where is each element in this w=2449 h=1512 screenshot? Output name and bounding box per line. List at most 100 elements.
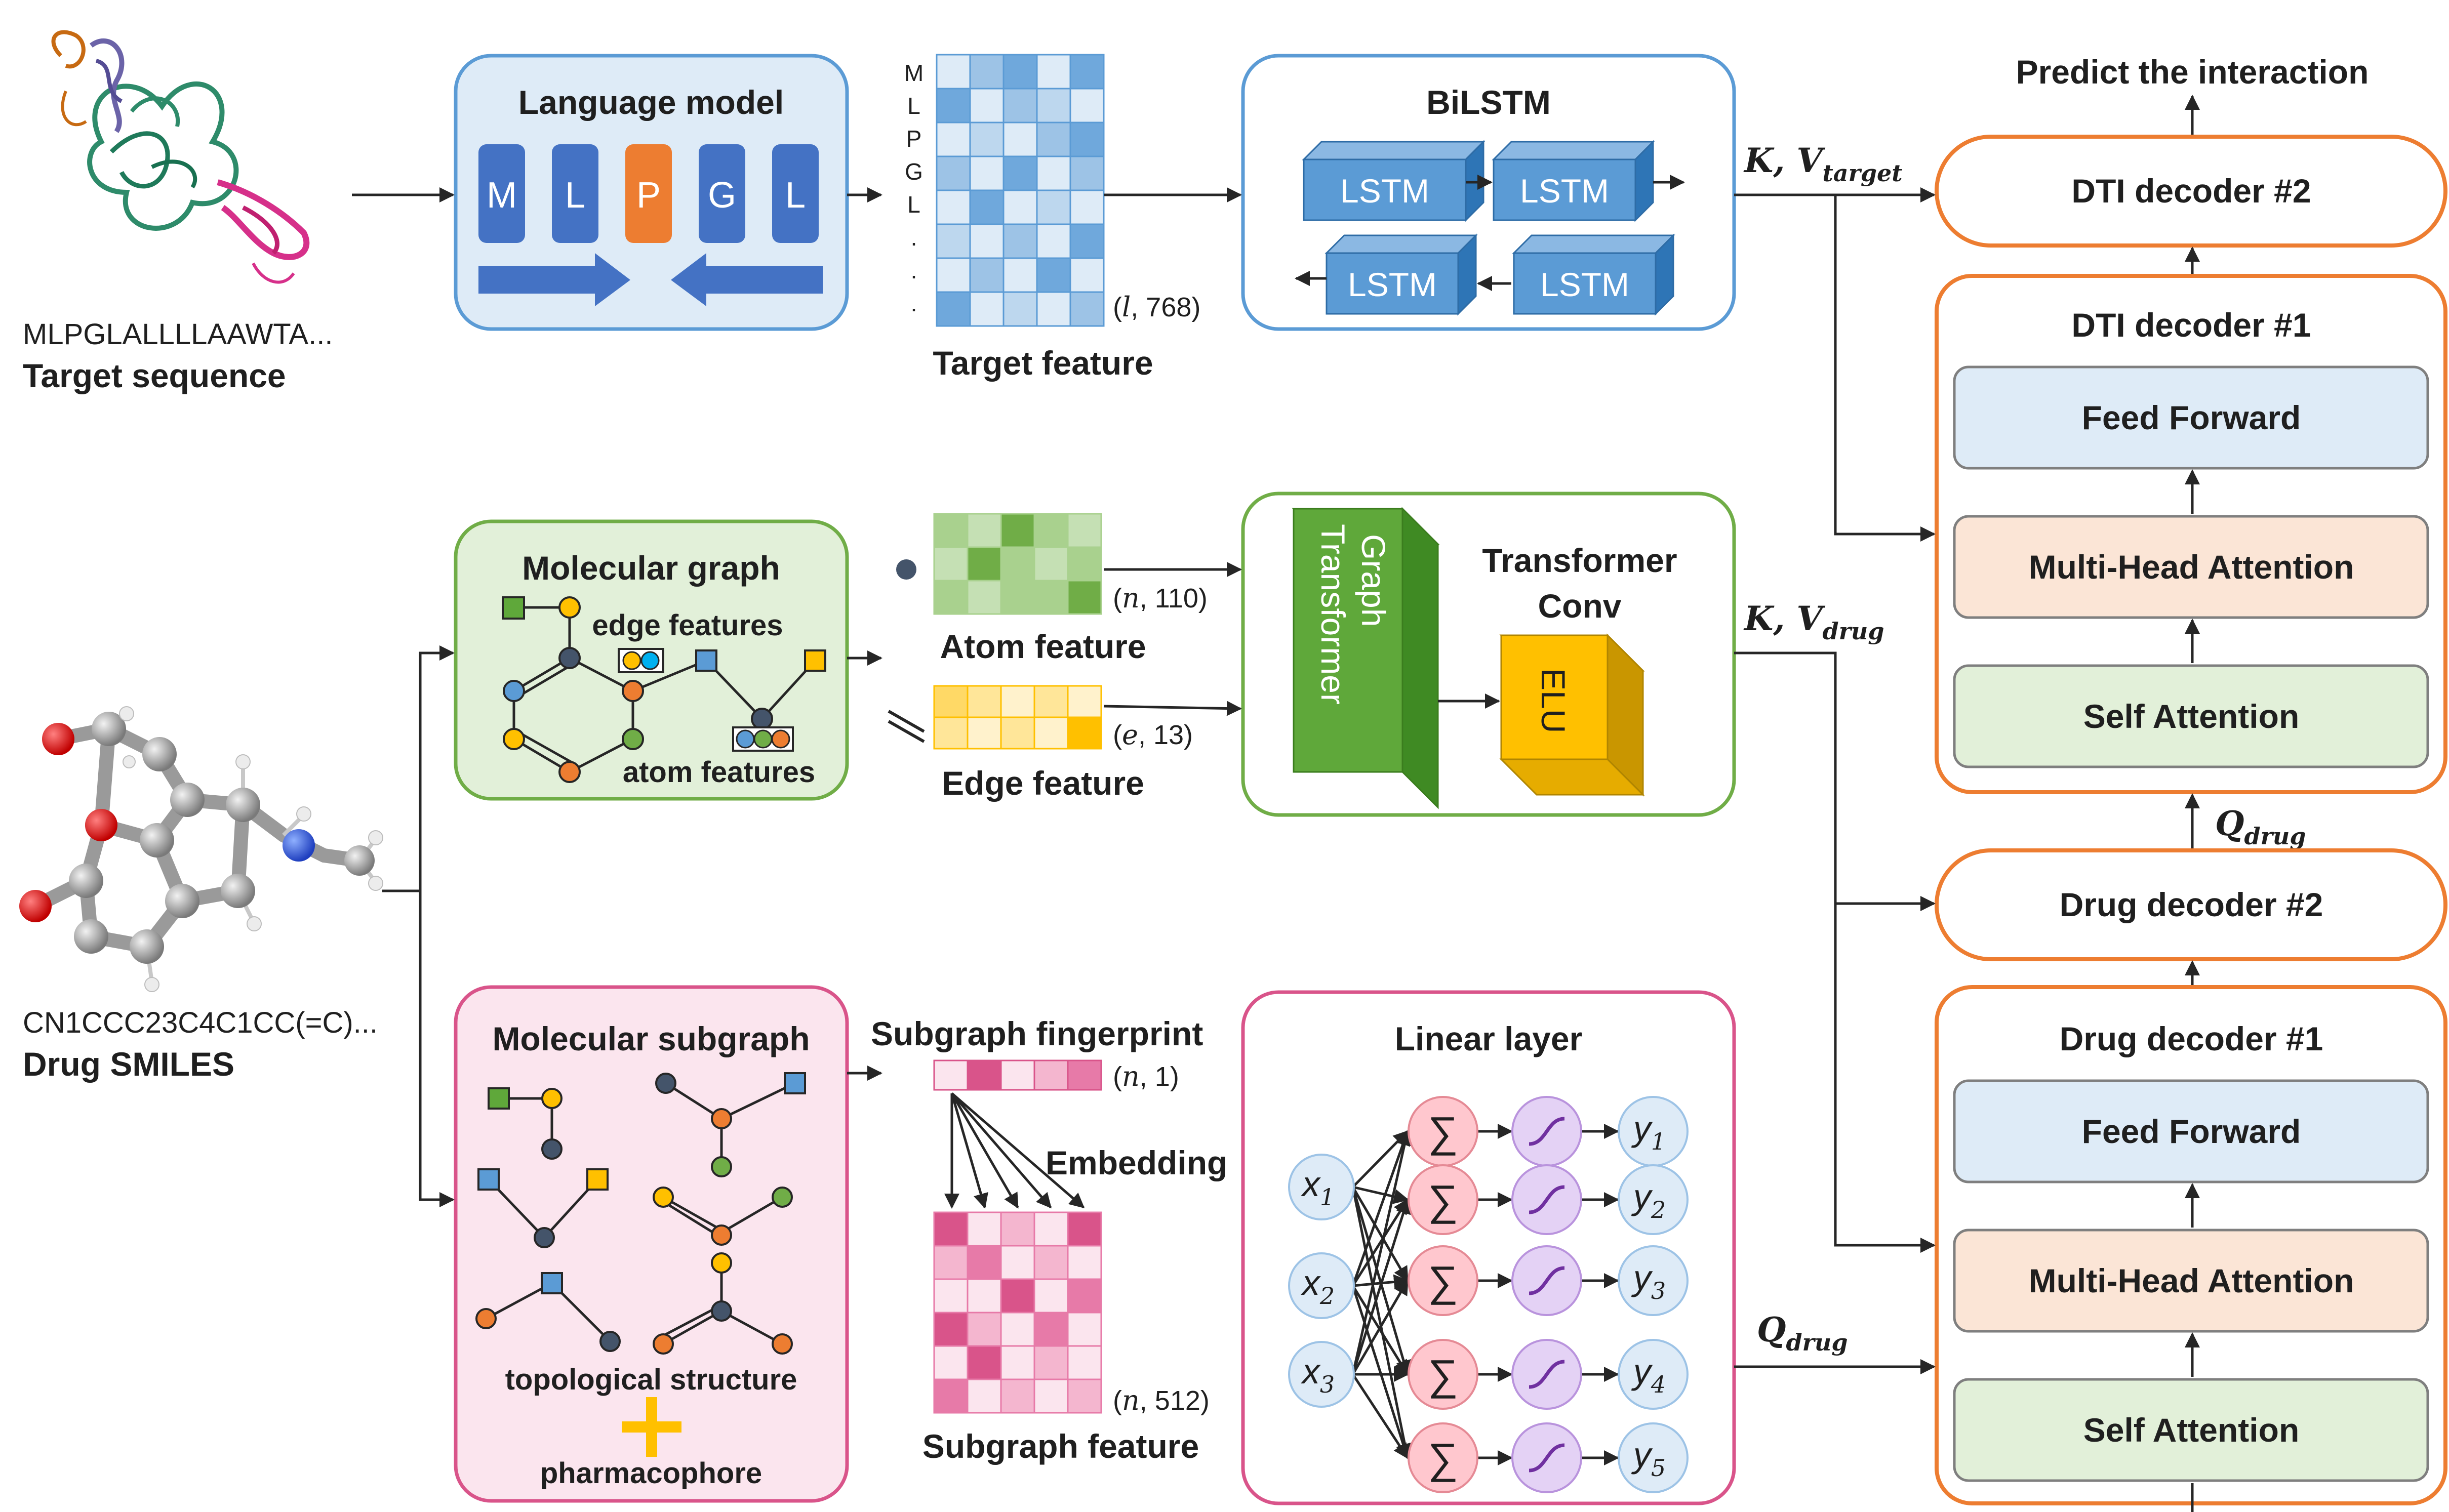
input-to-sum-edge bbox=[1351, 1187, 1411, 1376]
sum-node bbox=[1408, 1164, 1478, 1235]
matrix-cell bbox=[969, 121, 1005, 157]
subgraph-nodes bbox=[475, 1072, 806, 1355]
matrix-cell bbox=[1033, 1345, 1069, 1380]
svg-text:L: L bbox=[907, 93, 920, 119]
matrix-cell bbox=[969, 257, 1005, 293]
matrix-cell bbox=[936, 54, 971, 90]
drug-self-attention-block bbox=[1953, 1378, 2429, 1482]
input-to-sum-edge bbox=[1351, 1285, 1411, 1459]
elu-label: ELU bbox=[1535, 668, 1572, 733]
dti-decoder-1-box: DTI decoder #1 Feed Forward Multi-Head A… bbox=[1935, 274, 2447, 794]
drug-decoder-1-box: Drug decoder #1 Feed Forward Multi-Head … bbox=[1935, 985, 2447, 1505]
svg-text:LSTM: LSTM bbox=[1540, 266, 1629, 303]
sum-symbol: ∑ bbox=[1428, 1176, 1458, 1224]
matrix-cell bbox=[933, 1211, 969, 1247]
embedding-arrows bbox=[944, 1092, 1085, 1209]
edge-double-bond-icon bbox=[888, 710, 925, 743]
backward-arrow bbox=[671, 253, 823, 306]
svg-text:M: M bbox=[904, 60, 924, 86]
subgraph-fingerprint-label: Subgraph fingerprint bbox=[871, 1015, 1203, 1052]
matrix-cell bbox=[967, 716, 1002, 750]
input-to-sum-edge bbox=[1352, 1186, 1409, 1204]
sum-symbol: ∑ bbox=[1428, 1435, 1458, 1482]
matrix-cell bbox=[1036, 155, 1071, 191]
matrix-cell bbox=[1036, 257, 1071, 293]
matrix-cell bbox=[1033, 1278, 1069, 1314]
svg-text:LSTM: LSTM bbox=[1520, 172, 1609, 210]
matrix-cell bbox=[936, 88, 971, 124]
matrix-cell bbox=[1036, 189, 1071, 225]
matrix-cell bbox=[933, 1059, 969, 1091]
matrix-cell bbox=[1002, 189, 1038, 225]
matrix-cell bbox=[1033, 580, 1069, 615]
dti-self-attention-block bbox=[1953, 664, 2429, 768]
matrix-cell bbox=[1033, 1378, 1069, 1414]
matrix-cell bbox=[1033, 546, 1069, 582]
matrix-cell bbox=[1000, 1312, 1035, 1347]
matrix-cell bbox=[936, 189, 971, 225]
atom-feature-marker bbox=[732, 726, 794, 752]
edge-feature-matrix bbox=[933, 685, 1102, 750]
input-node-label: x1 bbox=[1301, 1164, 1335, 1211]
molecular-graph-box: Molecular graph bbox=[454, 519, 849, 801]
input-node bbox=[1288, 1341, 1355, 1408]
input-node bbox=[1288, 1252, 1355, 1319]
output-node-label: y5 bbox=[1631, 1435, 1666, 1482]
matrix-cell bbox=[1067, 1345, 1102, 1380]
matrix-cell bbox=[1069, 88, 1105, 124]
subgraph-feature-dim: (n, 512) bbox=[1113, 1384, 1210, 1416]
dti-mha-label: Multi-Head Attention bbox=[2029, 548, 2354, 586]
matrix-cell bbox=[933, 716, 969, 750]
drug-mha-label: Multi-Head Attention bbox=[2029, 1262, 2354, 1299]
matrix-cell bbox=[1000, 513, 1035, 548]
output-node bbox=[1618, 1164, 1689, 1235]
matrix-cell bbox=[1069, 121, 1105, 157]
token-2: P bbox=[636, 175, 661, 216]
matrix-cell bbox=[969, 189, 1005, 225]
molecule-3d-icon bbox=[19, 706, 383, 992]
target-sequence-text: MLPGLALLLLAAWTA... bbox=[23, 318, 333, 351]
matrix-cell bbox=[936, 257, 971, 293]
matrix-cell bbox=[1069, 155, 1105, 191]
pharmacophore-label: pharmacophore bbox=[540, 1457, 762, 1490]
input-node bbox=[1288, 1154, 1355, 1220]
matrix-cell bbox=[933, 546, 969, 582]
drug-feed-forward-label: Feed Forward bbox=[2082, 1113, 2301, 1150]
output-node-label: y1 bbox=[1631, 1109, 1666, 1155]
matrix-cell bbox=[967, 546, 1002, 582]
input-to-sum-edge bbox=[1351, 1186, 1409, 1282]
matrix-cell bbox=[933, 580, 969, 615]
matrix-cell bbox=[1036, 88, 1071, 124]
graph-label: Graph bbox=[1355, 534, 1392, 627]
input-to-sum-edge bbox=[1351, 1187, 1413, 1459]
atom-feature-label: Atom feature bbox=[940, 628, 1146, 665]
target-feature-matrix bbox=[936, 54, 1105, 327]
token-0: M bbox=[487, 175, 517, 216]
matrix-cell bbox=[1033, 716, 1069, 750]
output-node bbox=[1618, 1245, 1689, 1316]
subgraph-fingerprint-vector bbox=[933, 1059, 1102, 1091]
matrix-cell bbox=[1036, 223, 1071, 259]
edge-feature-dim: (e, 13) bbox=[1113, 719, 1193, 751]
q-drug-top-label: Qdrug bbox=[2215, 804, 2306, 850]
matrix-cell bbox=[1067, 546, 1102, 582]
matrix-cell bbox=[1033, 1312, 1069, 1347]
protein-structure-icon bbox=[51, 30, 310, 284]
transformer-conv-label-1: Transformer bbox=[1482, 542, 1677, 579]
matrix-cell bbox=[1033, 1211, 1069, 1247]
matrix-cell bbox=[1033, 685, 1069, 718]
linear-connections bbox=[1351, 1124, 1619, 1465]
matrix-cell bbox=[1067, 685, 1102, 718]
dti-feed-forward-label: Feed Forward bbox=[2082, 399, 2301, 436]
matrix-cell bbox=[1002, 223, 1038, 259]
dti-decoder-2-box: DTI decoder #2 bbox=[1935, 135, 2447, 248]
matrix-cell bbox=[967, 1345, 1002, 1380]
matrix-cell bbox=[933, 1278, 969, 1314]
matrix-cell bbox=[1000, 1211, 1035, 1247]
matrix-cell bbox=[967, 1211, 1002, 1247]
matrix-cell bbox=[969, 291, 1005, 327]
topological-structure-label: topological structure bbox=[505, 1363, 797, 1396]
matrix-cell bbox=[1069, 223, 1105, 259]
token-1: L bbox=[565, 175, 585, 216]
